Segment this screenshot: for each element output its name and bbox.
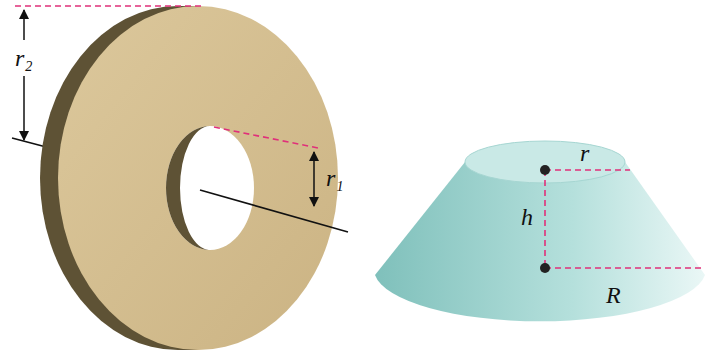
washer-hole bbox=[166, 126, 254, 250]
center-dot bbox=[540, 165, 550, 175]
dimension-arrow bbox=[23, 76, 25, 140]
dimension-dash bbox=[214, 127, 318, 148]
dimension-dash bbox=[545, 267, 705, 269]
center-dot bbox=[540, 263, 550, 273]
dimension-arrow bbox=[313, 152, 315, 206]
dimension-label: r bbox=[578, 140, 591, 166]
dimension-label: h bbox=[519, 204, 535, 230]
dimension-dash bbox=[545, 169, 630, 171]
axis-line bbox=[200, 190, 348, 232]
dimension-dash bbox=[544, 170, 546, 268]
dimension-dash bbox=[15, 5, 205, 7]
frustum-side bbox=[375, 162, 705, 321]
dimension-arrow bbox=[23, 10, 25, 40]
dimension-label: r₂ bbox=[13, 45, 35, 71]
frustum-figure bbox=[375, 141, 705, 321]
hole-inner-wall bbox=[166, 126, 210, 250]
frustum-top bbox=[465, 141, 625, 183]
washer-face bbox=[58, 6, 338, 350]
washer-figure bbox=[12, 6, 348, 350]
dimension-label: r₁ bbox=[324, 165, 346, 191]
dimension-label: R bbox=[604, 282, 623, 308]
